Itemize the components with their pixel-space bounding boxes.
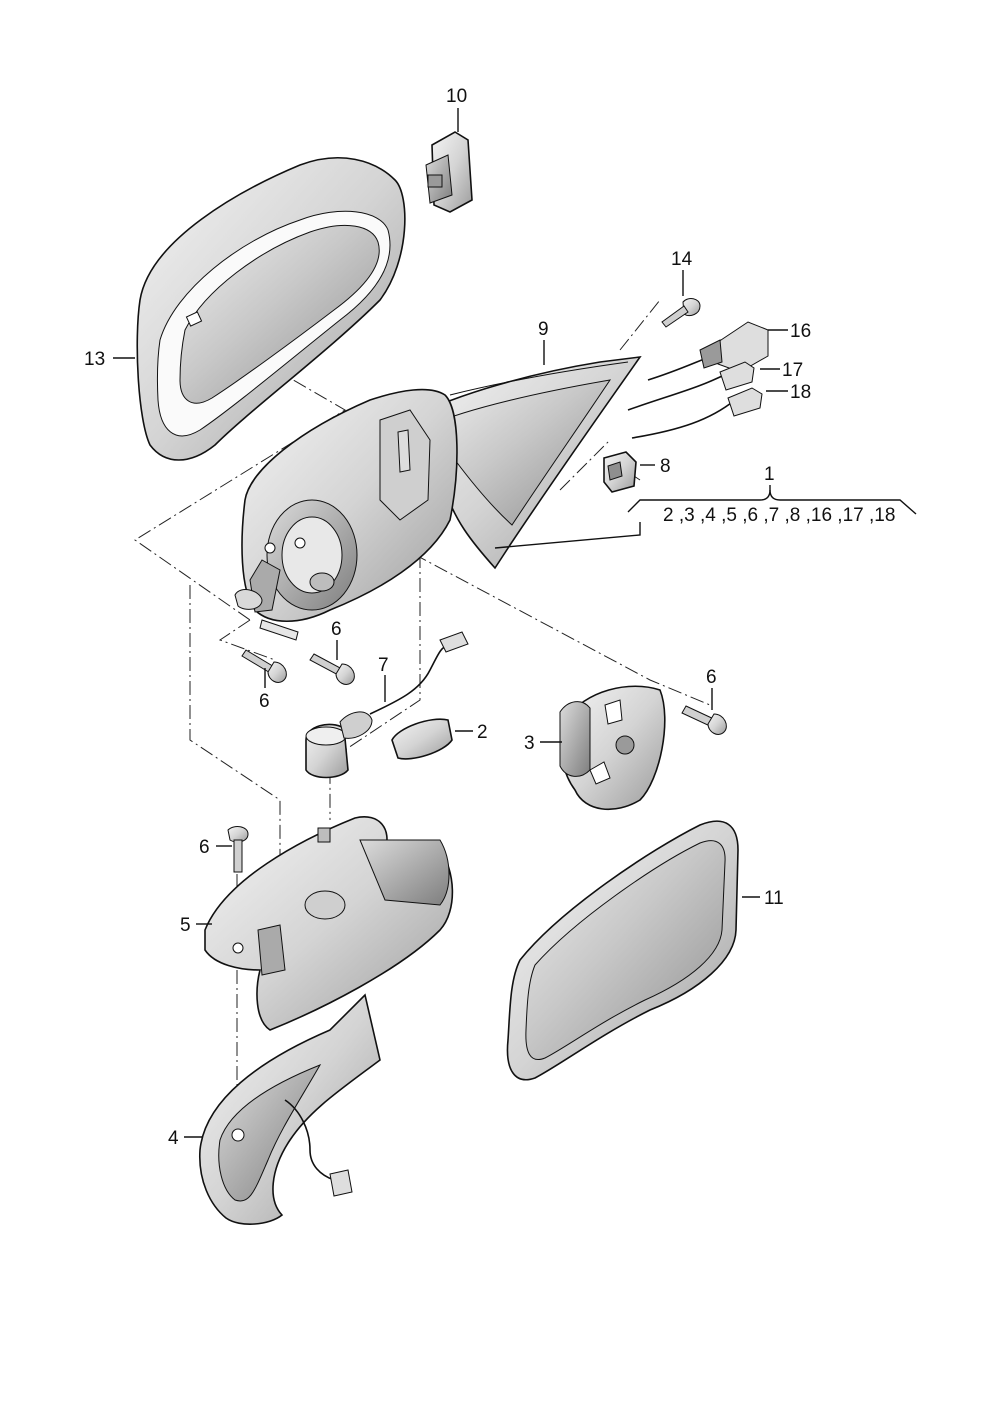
adjusting-motor-part-3	[559, 685, 666, 811]
callout-11: 11	[764, 888, 784, 909]
callout-10: 10	[446, 86, 467, 107]
leader-lines	[113, 108, 917, 1138]
mirror-frame-bracket	[234, 388, 458, 641]
bottom-cover-part-4	[199, 993, 381, 1225]
callout-6-d: 6	[199, 837, 210, 858]
callout-1: 1	[764, 464, 775, 485]
screw-part-6-c	[681, 705, 727, 735]
callout-6-a: 6	[331, 619, 342, 640]
lower-housing-part-5	[204, 816, 454, 1031]
callout-17: 17	[782, 360, 803, 381]
callout-7: 7	[378, 655, 389, 676]
screw-part-6-d	[227, 826, 249, 873]
screw-part-6-a	[241, 649, 287, 683]
callout-6-c: 6	[706, 667, 717, 688]
clip-part-8	[603, 451, 637, 493]
cover-part-2	[391, 718, 453, 760]
callout-14: 14	[671, 249, 693, 270]
screw-part-6-b	[309, 653, 355, 685]
callout-8: 8	[660, 456, 671, 477]
screw-part-14	[661, 298, 701, 328]
callout-16: 16	[790, 321, 811, 342]
mirror-housing-cover	[136, 157, 406, 461]
callout-labels: 10 13 9 14 16 17 18 8 1 2 ,3 ,4 ,5 ,6 ,7…	[84, 86, 895, 1149]
callout-5: 5	[180, 915, 191, 936]
connector-cables	[627, 321, 769, 439]
callout-4: 4	[168, 1128, 179, 1149]
mirror-glass-part-11	[506, 820, 739, 1081]
lamp-part-7	[305, 631, 469, 779]
callout-9: 9	[538, 319, 549, 340]
callout-1-parts-list: 2 ,3 ,4 ,5 ,6 ,7 ,8 ,16 ,17 ,18	[663, 505, 895, 526]
callout-13: 13	[84, 349, 105, 370]
callout-2: 2	[477, 722, 488, 743]
mirror-module-part-10	[425, 131, 473, 213]
callout-3: 3	[524, 733, 535, 754]
callout-18: 18	[790, 382, 811, 403]
callout-6-b: 6	[259, 691, 270, 712]
